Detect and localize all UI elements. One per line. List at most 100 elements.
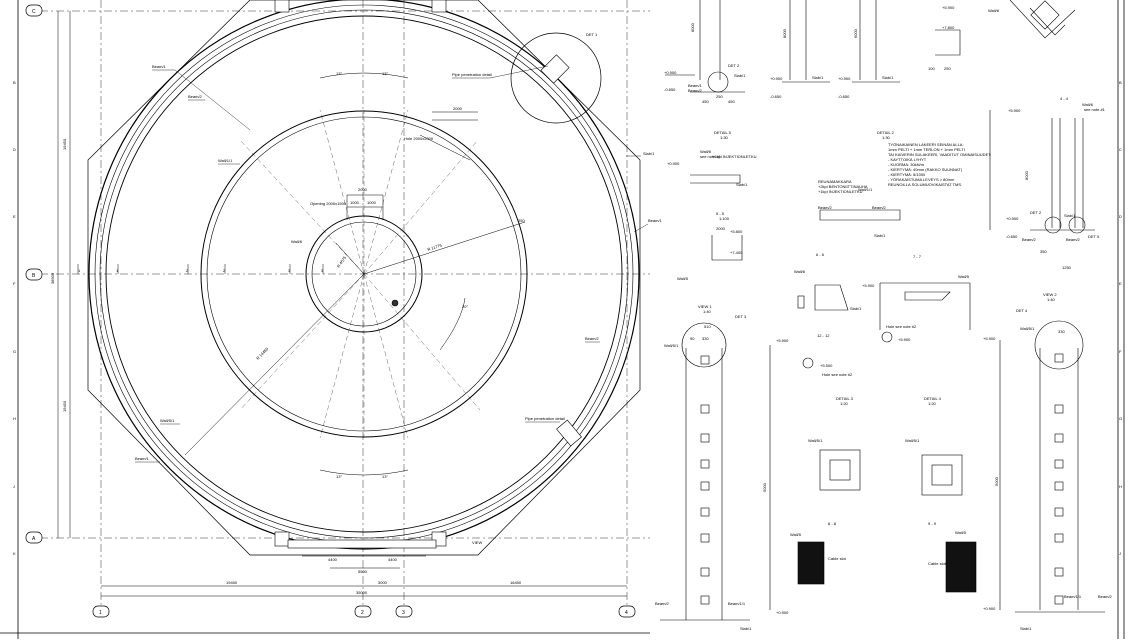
dim-label: 19450 [226, 580, 238, 585]
detail-title: DETAIL 2 [877, 130, 895, 135]
row-letter: D [13, 147, 16, 152]
dim-label: 450 [702, 99, 709, 104]
beam-label: Beam/2 [188, 94, 203, 99]
dim-label: 100 [928, 66, 935, 71]
angle-label: 20° [462, 304, 468, 309]
wall-label: Wall/6 [794, 269, 806, 274]
detail-title: DETAIL 4 [924, 396, 942, 401]
section-title: 6 - 6 [816, 252, 825, 257]
dim-label: 1250 [1062, 265, 1072, 270]
dim-label: 2000 [453, 106, 463, 111]
det-label: DET 2 [728, 63, 740, 68]
detail-notes: TYÖNAIKAINEN LAKEERI SEINÄN ALLA: 1mm PE… [700, 142, 991, 194]
grid-bubble-4[interactable] [618, 605, 636, 618]
wall-label: Wall/5/1 [160, 418, 175, 423]
note-line: +1kpl INJEKTIONLETKU [818, 189, 863, 194]
dim-label: 4400 [328, 557, 338, 562]
beam-label: Beam/1/1 [1064, 594, 1082, 599]
note-line: REUNAMAKKARA [818, 179, 852, 184]
dim-label: 19450 [62, 138, 67, 150]
dim-label: 450 [728, 99, 735, 104]
beam-label: Beam/2 [1066, 237, 1081, 242]
dim-label: 5000 [994, 476, 999, 486]
hole-label: Hole see note #2 [886, 324, 917, 329]
dim-total: 35000 [356, 590, 368, 595]
row-letter: B [13, 80, 16, 85]
grid-bubble-3[interactable] [395, 605, 413, 618]
opening-label: Opening 2000x1500 [310, 201, 347, 206]
slab-label: Slab/1 [643, 151, 655, 156]
detail-1-callout[interactable] [510, 32, 602, 124]
elevation-label: +7.400 [730, 250, 743, 255]
dim-label: 90 [690, 336, 695, 341]
beam-label: Beam/2 [1022, 237, 1037, 242]
row-letter: G [1119, 416, 1122, 421]
row-letter: J [1119, 551, 1121, 556]
beam-label: Beam/2 [585, 336, 600, 341]
det-label: DET 3 [735, 314, 747, 319]
note-line: 1mm PELTI + 1mm TERLON + 1mm PELTI [888, 147, 965, 152]
elevation-label: +5.500 [820, 363, 833, 368]
dim-label: 510 [704, 324, 711, 329]
wall-label: Wall/5 [958, 274, 970, 279]
note-line: +2kpl BENTONIITTINAUHA [818, 184, 868, 189]
elevation-label: +5.900 [898, 337, 911, 342]
section-title: 9 - 9 [928, 521, 937, 526]
dim-label: 1000 [350, 200, 360, 205]
note-line: - YÖRAKAISTUMA LEVEYS > 80mm [888, 177, 955, 182]
beam-label: Beam/1/1 [728, 601, 746, 606]
note-line: TYÖNAIKAINEN LAKEERI SEINÄN ALLA: [888, 142, 964, 147]
elevation-label: +0.900 [770, 76, 783, 81]
grid-bubble-2[interactable] [354, 605, 372, 618]
pipe-label: Pipe penetration detail [452, 72, 492, 77]
elevation-label: +5.900 [776, 338, 789, 343]
scale-label: 1:40 [1047, 297, 1056, 302]
dim-label: 6000 [853, 28, 858, 38]
pipe-label: Pipe penetration detail [525, 416, 565, 421]
note-line: - KIERTYMÄ: 5/1000 [888, 172, 926, 177]
grid-bubble-label: B [32, 273, 36, 279]
grid-bubble-label: 1 [99, 610, 102, 616]
section-mark: 3 [288, 268, 291, 273]
slab-label: Slab/1 [736, 182, 748, 187]
view-title: VIEW 1 [698, 304, 712, 309]
grid-bubble-c[interactable] [25, 4, 43, 17]
grid-bubble-b[interactable] [25, 268, 43, 281]
wall-label: Wall/6 [1082, 102, 1094, 107]
row-letter: B [1119, 80, 1122, 85]
wall-label: Wall/5 [955, 530, 967, 535]
note-line: REUNOILLA SOLUMUOVIKAISTAT TMS. [888, 182, 962, 187]
slab-label: Slab/1 [740, 626, 752, 631]
elevation-label: +0.900 [664, 70, 677, 75]
detail-1-label: DET 1 [586, 32, 598, 37]
grid-bubble-label: 3 [402, 610, 405, 616]
elevation-label: +0.900 [983, 606, 996, 611]
dim-label: 250 [716, 94, 723, 99]
row-letter: H [1119, 484, 1122, 489]
note-line: +1kpl INJEKTIONLETKU [712, 154, 757, 159]
scale-label: 1:40 [703, 309, 712, 314]
dim-label: 5000 [762, 482, 767, 492]
elevation-label: +0.900 [776, 610, 789, 615]
row-letter: H [13, 416, 16, 421]
hole-label: Hole 2000x2000 [404, 136, 434, 141]
wall-label: Wall/5/1 [1020, 326, 1035, 331]
section-mark: 3 [321, 268, 324, 273]
note-line: see note #1 [700, 154, 722, 159]
grid-bubble-1[interactable] [92, 605, 110, 618]
angle-label: 13° [382, 474, 388, 479]
section-title: 5 - 5 [716, 211, 725, 216]
grid-bubble-a[interactable] [25, 531, 43, 544]
dim-label: 330 [702, 336, 709, 341]
detail-labels: DET 2 4 - 4 DETAIL 5 DETAIL 2 5 - 5 DET … [698, 63, 1100, 566]
dim-total: 38900 [50, 272, 55, 284]
beam-label: Beam/2 [818, 205, 833, 210]
note-line: - KIERTYMÄ: 40mm (RAKKO SUUNNAT) [888, 167, 963, 172]
slab-label: Slab/1 [874, 233, 886, 238]
note-line: TAI KAIVERIN SULAKEERI, VAADITUT OMINAIS… [888, 152, 991, 157]
grid-bubble-label: A [32, 536, 36, 542]
slab-label: Slab/1 [1020, 626, 1032, 631]
dim-label: 3000 [378, 580, 388, 585]
